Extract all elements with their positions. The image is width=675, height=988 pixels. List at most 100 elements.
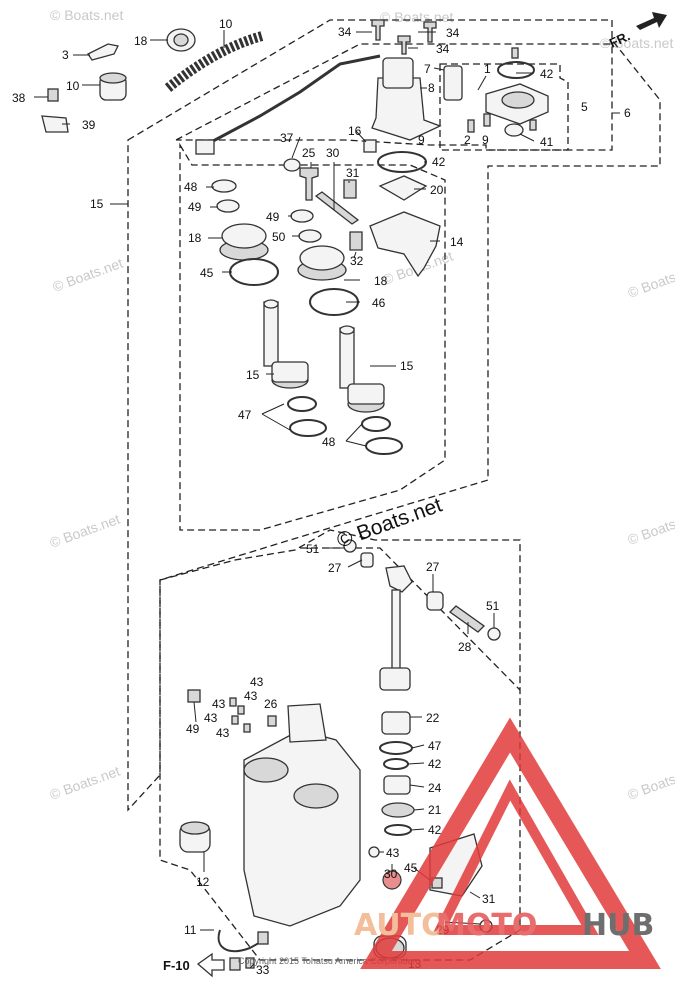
callout: 31 <box>346 166 360 180</box>
dashed-outlines <box>127 19 661 961</box>
callout: 49 <box>186 722 200 736</box>
part-clamp-37 <box>41 115 69 133</box>
ref-label: F-10 <box>163 958 190 973</box>
part-screw-26 <box>267 715 277 727</box>
part-plug-50 <box>187 689 201 703</box>
callout: 10 <box>66 79 80 93</box>
callout: 51 <box>486 599 500 613</box>
callout: 41 <box>540 135 554 149</box>
logo-part1: AUTO <box>354 908 447 943</box>
part-oring-49 <box>298 229 322 243</box>
part-rod-eye <box>385 565 413 593</box>
callout: 18 <box>188 231 202 245</box>
copyright: Copyright 2015 Tohatsu America Corporati… <box>238 956 417 966</box>
callout: 11 <box>184 923 197 937</box>
logo-part3: HUB <box>582 908 654 943</box>
callout: 31 <box>482 892 496 906</box>
callout: 24 <box>428 781 442 795</box>
callout: 33 <box>256 963 270 977</box>
callout: 20 <box>430 183 444 197</box>
part-tilt-rod <box>391 589 401 671</box>
callout: 5 <box>581 100 588 114</box>
callout: 42 <box>540 67 554 81</box>
callout: 27 <box>426 560 440 574</box>
callout: 3 <box>62 48 69 62</box>
part-oring-40 <box>497 61 535 79</box>
part-valve-14 <box>369 211 441 278</box>
callout: 42 <box>428 823 442 837</box>
callout: 25 <box>302 146 316 160</box>
callout: 18 <box>374 274 388 288</box>
part-washer-48 <box>211 179 237 193</box>
callout: 38 <box>12 91 26 105</box>
callout: 26 <box>264 697 278 711</box>
part-oring-42 <box>384 824 412 836</box>
watermark: © Boats.net <box>48 511 123 551</box>
part-oring-46 <box>379 741 413 755</box>
part-cable <box>199 54 381 150</box>
callout: 28 <box>458 640 472 654</box>
callout: 47 <box>238 408 252 422</box>
part-bolt-34 <box>397 35 411 55</box>
logo-triangle-icon <box>360 717 661 969</box>
callout: 34 <box>446 26 460 40</box>
callout: 9 <box>418 133 425 147</box>
watermark: © Boats.net <box>50 7 123 23</box>
callout: 46 <box>372 296 386 310</box>
callout: 30 <box>326 146 340 160</box>
callout: 14 <box>450 235 464 249</box>
callout: 27 <box>328 561 342 575</box>
callout: 50 <box>272 230 286 244</box>
part-motor-8 <box>371 77 442 141</box>
part-washer-48 <box>290 209 314 223</box>
callout: 1 <box>484 62 491 76</box>
watermark: © Boats.net <box>600 35 673 51</box>
callout: 7 <box>424 62 431 76</box>
callout: 39 <box>82 118 96 132</box>
watermark: © Boats.net <box>51 255 126 295</box>
callout: 48 <box>322 435 336 449</box>
part-piston-15 <box>339 327 355 389</box>
part-valve-25 <box>299 167 319 201</box>
callout: 30 <box>384 867 398 881</box>
part-plate-19 <box>378 175 428 201</box>
callout: 43 <box>204 711 218 725</box>
part-connector <box>195 139 215 155</box>
callout: 37 <box>280 131 294 145</box>
callout: 48 <box>184 180 198 194</box>
callout: 47 <box>428 739 442 753</box>
parts <box>41 19 549 978</box>
part-fitting-16 <box>363 139 377 153</box>
part-oring-49 <box>216 199 240 213</box>
callout: 34 <box>338 25 352 39</box>
part-piston-head <box>379 667 411 691</box>
part-bracket-top <box>287 703 327 743</box>
part-screw-35 <box>229 957 241 971</box>
part-bolt-34 <box>371 19 385 41</box>
callout: 15 <box>90 197 104 211</box>
callout: 43 <box>386 846 400 860</box>
callout: 12 <box>196 875 210 889</box>
part-oring-41 <box>377 151 427 173</box>
part-wire-11 <box>217 929 265 953</box>
callout: 21 <box>428 803 442 817</box>
part-oring-45 <box>229 258 279 286</box>
part-bolt-36 <box>47 88 59 102</box>
callout: 43 <box>216 726 230 740</box>
callout: 45 <box>404 861 418 875</box>
part-pin-28 <box>448 605 486 633</box>
part-pump-7 <box>443 65 463 101</box>
callout: 10 <box>219 17 233 31</box>
watermark: © Boats.net <box>626 508 675 548</box>
arrow-icon <box>636 12 667 30</box>
part-rod-32 <box>314 191 360 225</box>
part-bushing-27 <box>426 591 444 611</box>
part-oring-42 <box>383 758 409 770</box>
watermark: © Boats.net <box>626 261 675 301</box>
callout: 43 <box>244 689 258 703</box>
callout: 34 <box>436 42 450 56</box>
part-seal-20 <box>381 802 415 818</box>
callout: 15 <box>400 359 414 373</box>
part-tube-4 <box>164 31 264 92</box>
